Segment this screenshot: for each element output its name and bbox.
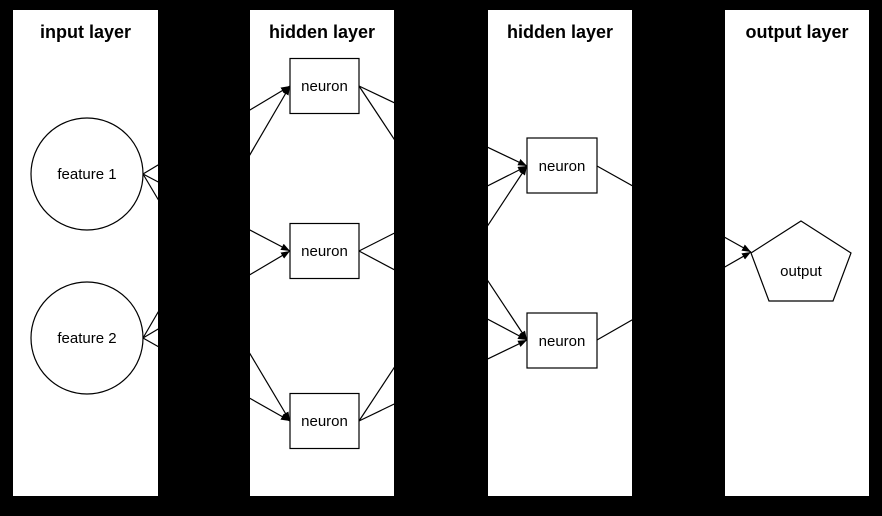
edge-feature1-neuron3 bbox=[142, 173, 291, 422]
node-feature-1 bbox=[30, 117, 144, 231]
edge-feature1-neuron1 bbox=[142, 85, 291, 175]
edge-h1n3-h2n1 bbox=[358, 165, 528, 422]
edge-h2n2-output bbox=[596, 251, 752, 341]
title-output-layer: output layer bbox=[745, 22, 848, 42]
edge-h1n2-h2n1 bbox=[358, 165, 528, 252]
title-hidden-layer-2: hidden layer bbox=[507, 22, 613, 42]
node-hidden1-neuron2-label: neuron bbox=[301, 243, 348, 260]
edge-h1n2-h2n2 bbox=[358, 250, 528, 341]
edge-h1n1-h2n2 bbox=[358, 85, 528, 341]
node-feature-1-label: feature 1 bbox=[57, 166, 116, 183]
node-output-label: output bbox=[780, 263, 823, 280]
nodes: feature 1 feature 2 neuron neuron neuron… bbox=[30, 57, 852, 450]
node-output bbox=[750, 220, 852, 302]
node-hidden1-neuron3 bbox=[289, 392, 360, 450]
edge-feature2-neuron3 bbox=[142, 337, 291, 422]
title-hidden-layer-1: hidden layer bbox=[269, 22, 375, 42]
node-hidden2-neuron1 bbox=[526, 137, 598, 194]
panel-hidden-layer-2 bbox=[488, 10, 632, 496]
node-hidden2-neuron1-label: neuron bbox=[539, 158, 586, 175]
node-feature-2 bbox=[30, 281, 144, 395]
node-hidden2-neuron2 bbox=[526, 312, 598, 369]
edge-h1n1-h2n1 bbox=[358, 85, 528, 167]
node-hidden1-neuron2 bbox=[289, 222, 360, 280]
edge-feature2-neuron2 bbox=[142, 250, 291, 339]
title-input-layer: input layer bbox=[40, 22, 131, 42]
panel-input-layer bbox=[13, 10, 158, 496]
node-hidden1-neuron3-label: neuron bbox=[301, 413, 348, 430]
node-hidden2-neuron2-label: neuron bbox=[539, 333, 586, 350]
node-feature-2-label: feature 2 bbox=[57, 330, 116, 347]
edges bbox=[142, 85, 752, 422]
edge-feature2-neuron1 bbox=[142, 85, 291, 339]
node-hidden1-neuron1-label: neuron bbox=[301, 78, 348, 95]
edge-h1n3-h2n2 bbox=[358, 339, 528, 422]
edge-h2n1-output bbox=[596, 165, 752, 253]
layer-titles: input layer hidden layer hidden layer ou… bbox=[40, 22, 849, 42]
node-hidden1-neuron1 bbox=[289, 57, 360, 115]
